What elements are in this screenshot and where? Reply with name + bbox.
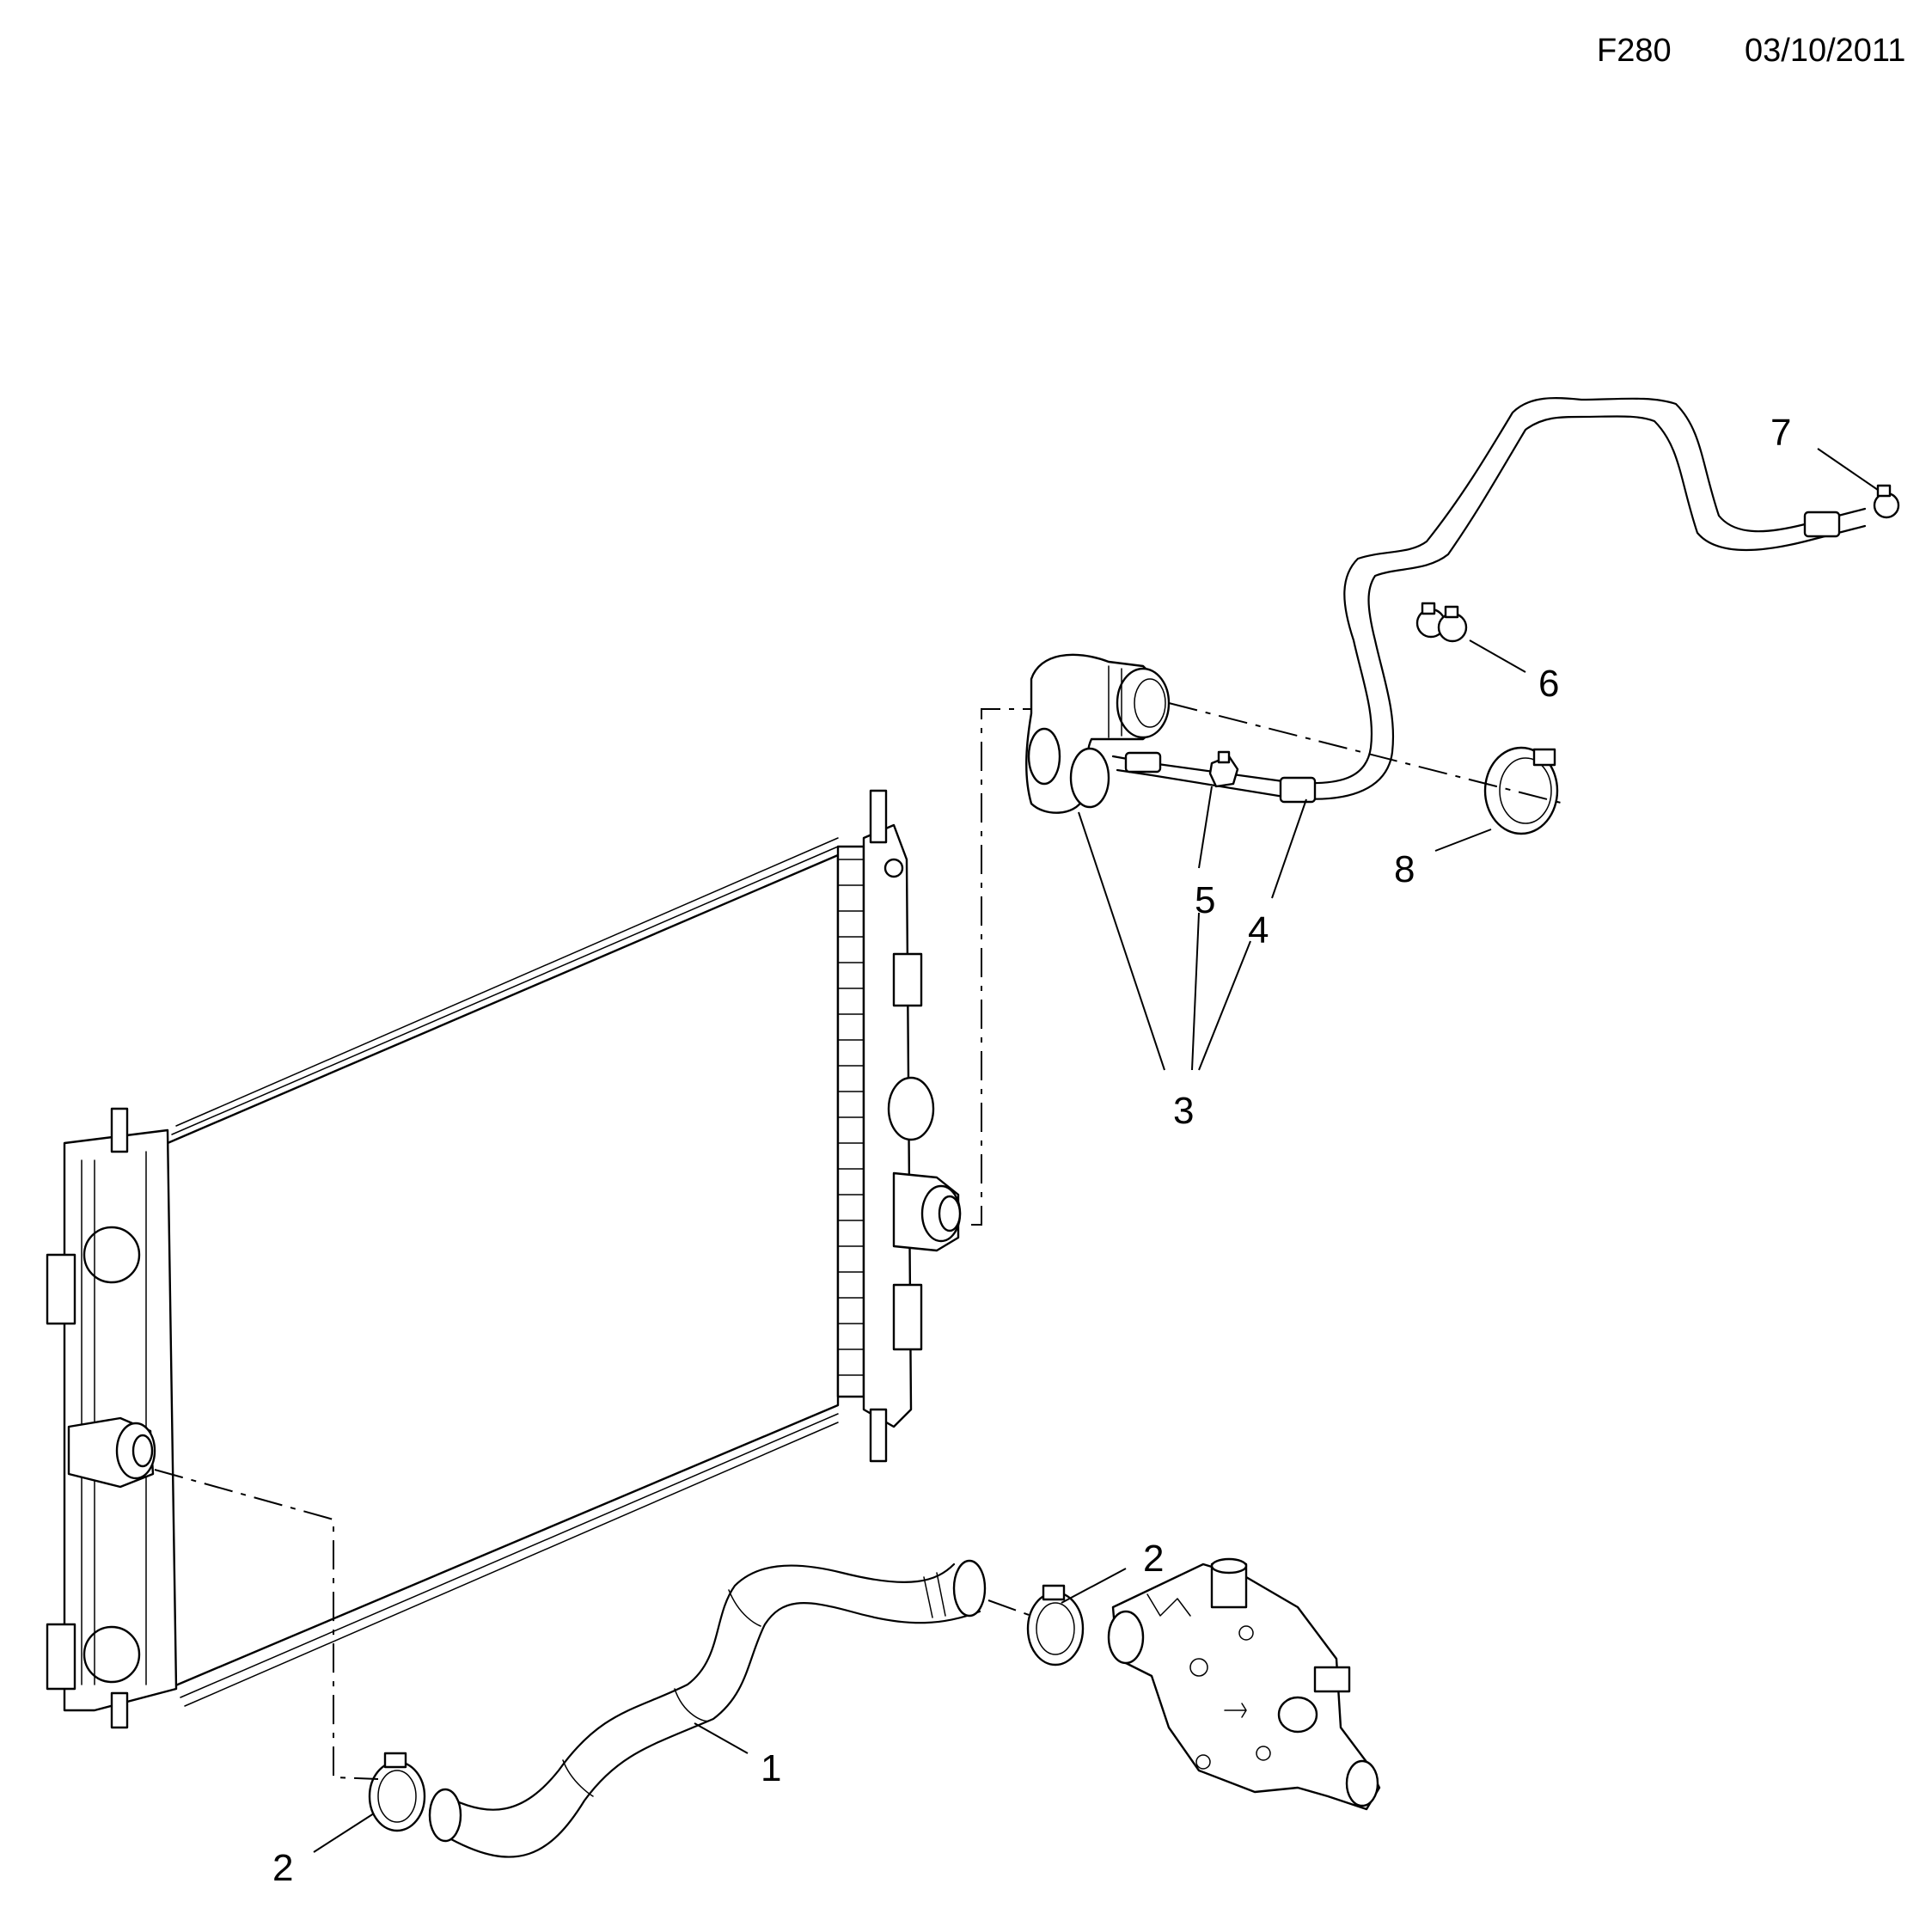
callout-7: 7 <box>1770 412 1791 454</box>
callout-6: 6 <box>1538 663 1559 705</box>
diagram-date: 03/10/2011 <box>1745 33 1906 69</box>
callout-2-right: 2 <box>1143 1538 1164 1580</box>
lower-radiator-hose <box>428 1559 987 1858</box>
leader-lines <box>313 448 1879 1853</box>
callout-1: 1 <box>761 1747 781 1789</box>
radiator-fins <box>837 859 865 1376</box>
hose-clamp-lower-right <box>1026 1584 1085 1666</box>
callout-4: 4 <box>1248 909 1269 951</box>
hose-clip-pair <box>1415 602 1468 643</box>
callout-2-left: 2 <box>272 1847 293 1889</box>
upper-radiator-hose <box>1025 653 1171 814</box>
alignment-lines <box>154 702 1565 1780</box>
diagram-code: F280 <box>1597 33 1672 69</box>
bleed-hose <box>1111 397 1867 804</box>
upper-hose-clamp <box>1483 746 1559 835</box>
end-clip <box>1873 484 1900 519</box>
hose-clip <box>1208 750 1239 788</box>
callout-8: 8 <box>1394 848 1415 890</box>
hose-clamp-lower-left <box>368 1752 426 1832</box>
thermostat-housing <box>1107 1557 1381 1811</box>
callout-3: 3 <box>1173 1090 1194 1132</box>
callout-5: 5 <box>1195 879 1215 921</box>
radiator <box>46 789 962 1729</box>
